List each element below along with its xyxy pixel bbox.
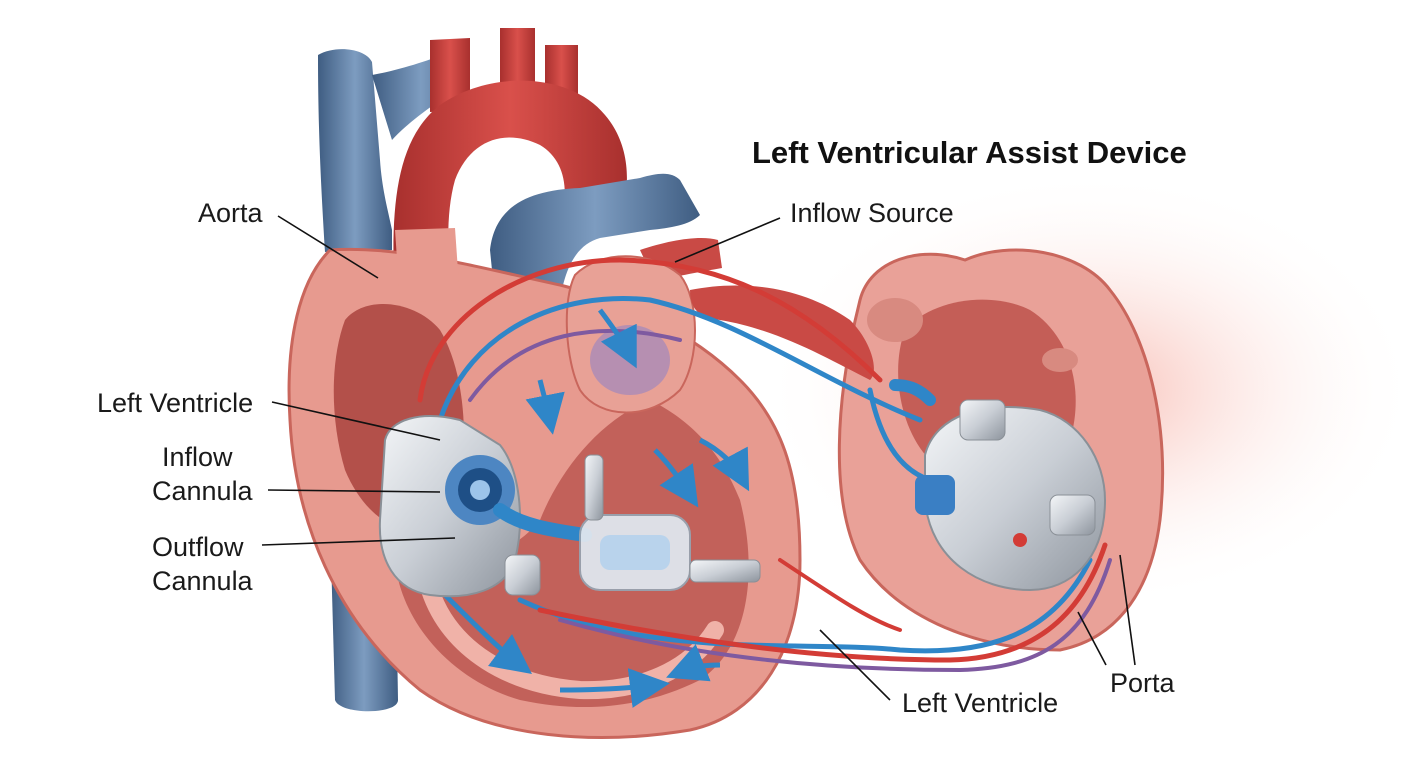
aorta-leader-line (277, 215, 379, 279)
label-inflow-cannula-line2: Cannula (152, 476, 254, 506)
left-ventricle-leader-line (271, 401, 441, 441)
label-aorta: Aorta (198, 198, 264, 228)
inflow-source-leader-line (674, 217, 781, 263)
label-left-ventricle-bottom: Left Ventricle (902, 688, 1058, 718)
label-left-ventricle: Left Ventricle (97, 388, 253, 418)
diagram-title: Left Ventricular Assist Device (752, 135, 1187, 170)
lvad-pump (889, 379, 1107, 592)
label-porta: Porta (1110, 668, 1176, 698)
leader-lines (261, 215, 1136, 701)
connecting-vessel (690, 285, 874, 380)
aortic-arch (393, 28, 627, 300)
label-inflow-cannula-line1: Inflow (162, 442, 233, 472)
label-outflow-cannula-line2: Cannula (152, 566, 254, 596)
label-outflow-cannula-line1: Outflow (152, 532, 244, 562)
aortic-root (395, 228, 460, 302)
label-inflow-source: Inflow Source (790, 198, 954, 228)
pulmonary-artery (490, 173, 700, 300)
inflow-cannula-leader-line (267, 489, 441, 493)
lvad-connector (579, 454, 761, 591)
left-ventricle-bottom-leader-line (819, 629, 891, 701)
porta-leader-line-1 (1077, 611, 1107, 666)
porta-leader-line-2 (1119, 554, 1136, 666)
lvad-inflow-housing (378, 415, 592, 598)
outflow-cannula-leader-line (261, 537, 456, 546)
